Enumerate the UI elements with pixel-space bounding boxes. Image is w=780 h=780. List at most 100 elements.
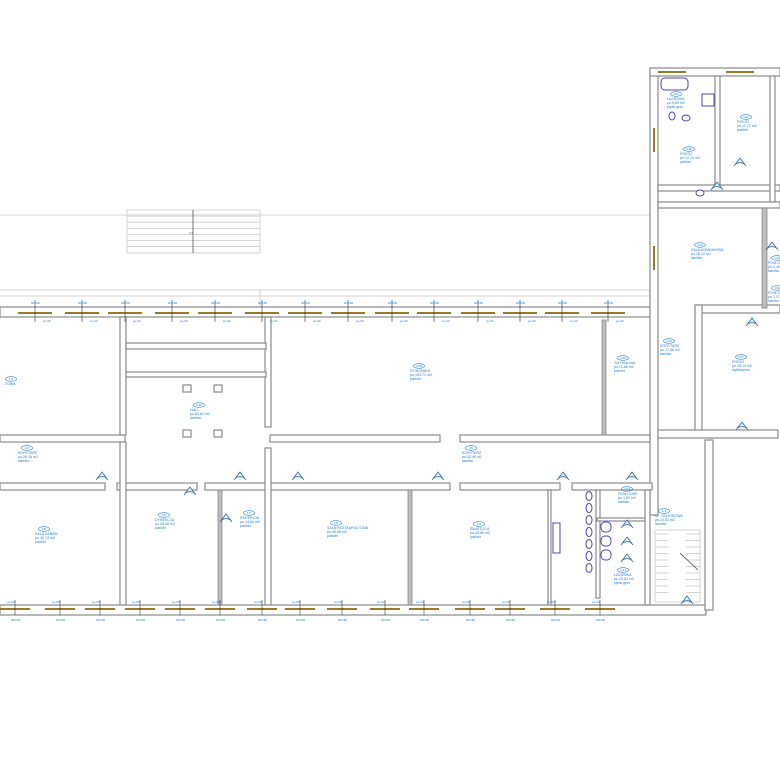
room-name: POKÓJ [732, 359, 744, 364]
room-number-badge [658, 508, 670, 514]
room-floor: płytki gres [667, 105, 683, 109]
door-swing [733, 157, 747, 167]
wall [125, 342, 267, 350]
room-area: pu.40.74 m2 [35, 536, 55, 540]
wall [595, 489, 601, 599]
toilet-icon [600, 549, 612, 561]
window-width-label: pu.90 [616, 319, 624, 323]
washbasin-icon [585, 515, 593, 525]
door-swing [556, 471, 570, 481]
room-number: 1/7 [247, 511, 252, 515]
room-area: pu.83.81 m2 [190, 412, 210, 416]
window-height-label: 90/150 [31, 301, 41, 305]
room-number: 1/3 [469, 446, 474, 450]
window-width-label: pu.90 [223, 319, 231, 323]
room-name: KORYTARZ [660, 344, 680, 348]
room-number-badge [617, 567, 629, 573]
room-number: 1/6 [162, 513, 167, 517]
door-swing [291, 471, 305, 481]
room-floor: lastriko [190, 416, 201, 420]
window-width-label: pu.90 [172, 600, 180, 604]
wall [204, 482, 451, 491]
wall [694, 304, 703, 436]
room-floor: parkiet [614, 369, 625, 373]
room-area: pu.11.71 m2 [737, 124, 757, 128]
room-name: ZMYWALNIA [614, 361, 636, 365]
window-width-label: pu.90 [132, 600, 140, 604]
door-swing [233, 471, 247, 481]
room-name: RECEPCJA [240, 516, 260, 520]
room-area: pu.43.86 m2 [470, 531, 490, 535]
door-swing [95, 471, 109, 481]
stair-arrow [679, 552, 699, 571]
room-floor: lastriko [618, 500, 629, 504]
window-width-label: pu.90 [7, 600, 15, 604]
wall [269, 434, 441, 443]
room-number: 1/12 [774, 256, 780, 260]
window-height-label: 90/150 [211, 301, 221, 305]
toilet-icon [668, 111, 676, 121]
room-number: 1/18 [416, 364, 422, 368]
room-area: pu.28.08 m2 [155, 522, 175, 526]
room-area: pu.28.12 m2 [691, 252, 711, 256]
window-width-label: pu.90 [377, 600, 385, 604]
column [182, 384, 192, 393]
window-height-label: 90/150 [176, 618, 186, 622]
window-height-label: 90/150 [216, 618, 226, 622]
toilet-icon [600, 535, 612, 547]
room-floor: parkiet [410, 377, 421, 381]
window-height-label: 90/150 [136, 618, 146, 622]
room-number-badge [5, 376, 17, 382]
site-lines: 1/1 [0, 209, 650, 307]
room-floor: lastriko [655, 522, 666, 526]
room-floor: lastriko [691, 256, 702, 260]
wall [119, 441, 127, 606]
room-floor: parkiet [35, 540, 46, 544]
wall [657, 201, 780, 209]
window-height-label: 90/150 [168, 301, 178, 305]
room-number-badge [38, 526, 50, 532]
room-number-badge [663, 338, 675, 344]
door-swing [765, 241, 779, 251]
room-area: pu.11.66 m2 [614, 365, 634, 369]
wall [704, 439, 714, 611]
window-height-label: 90/150 [338, 618, 348, 622]
door-swing [710, 181, 724, 191]
window-width-label: pu.90 [92, 600, 100, 604]
room-name: POM.G [768, 291, 780, 295]
washbasin-icon [585, 491, 593, 501]
room-number: 1/10 [196, 403, 202, 407]
wall [761, 207, 768, 309]
room-floor: lastriko [18, 459, 29, 463]
window-height-label: 90/150 [296, 618, 306, 622]
wall [217, 489, 223, 606]
room-number: 1/1 [662, 509, 667, 513]
room-name: ŁAZIENKA [614, 573, 632, 577]
room-floor: parkiet [240, 524, 251, 528]
room-floor: parkiet [470, 535, 481, 539]
room-floor: lastriko [660, 352, 671, 356]
room-area: pu.20.53 m2 [614, 577, 634, 581]
stair-label: 1/1 [189, 231, 194, 235]
room-name: STOŁÓWKA [410, 368, 431, 373]
window-width-label: pu.90 [486, 319, 494, 323]
window-height-label: 90/150 [466, 618, 476, 622]
door-swing [431, 471, 445, 481]
room-number-badge [683, 146, 695, 152]
window-height-label: 90/150 [96, 618, 106, 622]
room-area: pu.104.71 m2 [410, 373, 432, 377]
room-number-badge [740, 114, 752, 120]
room-number: 1/11 [774, 286, 780, 290]
room-number: 1/8 [334, 521, 339, 525]
column [213, 384, 223, 393]
room-number-badge [771, 285, 780, 291]
